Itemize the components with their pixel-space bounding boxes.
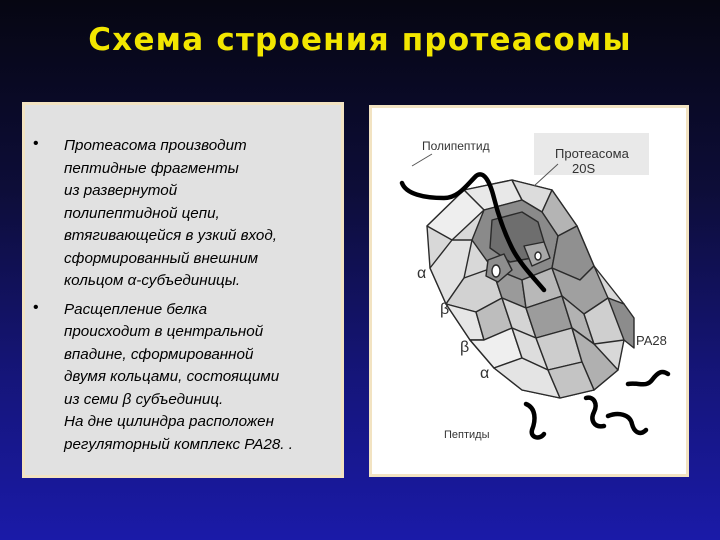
bullet-list: • Протеасома производит пептидные фрагме… <box>25 135 341 462</box>
label-beta-lower: β <box>460 339 469 356</box>
bullet-text: Протеасома производит пептидные фрагмент… <box>64 137 277 289</box>
bullet-marker: • <box>33 135 39 152</box>
label-alpha-bottom: α <box>480 365 489 382</box>
label-20s: 20S <box>572 161 595 176</box>
bullet-marker: • <box>33 298 39 316</box>
peptide-fragment <box>625 369 671 387</box>
leader-line <box>533 163 559 187</box>
text-panel: • Протеасома производит пептидные фрагме… <box>22 102 344 478</box>
label-proteasome: Протеасома <box>555 146 630 161</box>
bullet-item: • Расщепление белка происходит в централ… <box>25 299 341 457</box>
bullet-item: • Протеасома производит пептидные фрагме… <box>25 135 341 293</box>
figure-panel: Полипептид Протеасома 20S α β β α PA28 П… <box>369 105 689 477</box>
label-alpha-top: α <box>417 265 426 282</box>
peptide-fragment <box>583 395 607 429</box>
label-pa28: PA28 <box>636 333 667 348</box>
proteasome-body <box>426 179 635 399</box>
proteasome-diagram: Полипептид Протеасома 20S α β β α PA28 П… <box>399 133 671 441</box>
label-peptides: Пептиды <box>444 429 490 441</box>
leader-line <box>411 153 433 167</box>
label-beta-upper: β <box>440 301 449 318</box>
peptide-fragment <box>523 401 547 440</box>
polypeptide-chain <box>399 172 547 293</box>
peptide-fragment <box>605 411 649 436</box>
bullet-text: Расщепление белка происходит в центральн… <box>64 300 293 453</box>
label-polypeptide: Полипептид <box>422 139 490 153</box>
slide-title: Схема строения протеасомы <box>88 22 632 58</box>
